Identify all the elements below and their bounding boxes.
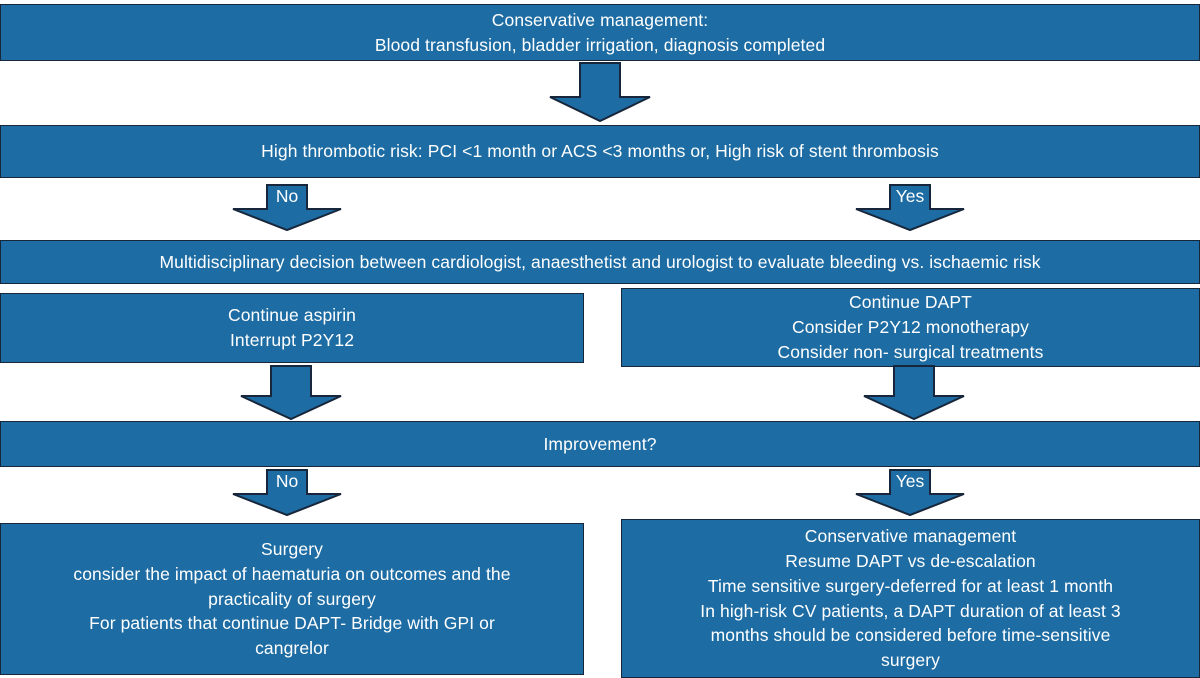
node-text-line: Conservative management: [491,9,709,30]
node-text-line: Improvement? [543,433,657,454]
node-text-line: Consider P2Y12 monotherapy [791,317,1030,338]
node-text-line: Multidisciplinary decision between cardi… [159,251,1041,272]
arrow-to-thrombotic-risk [549,62,651,123]
arrow-risk-no: No [232,184,342,232]
node-thrombotic-risk[interactable]: High thrombotic risk: PCI <1 month or AC… [0,125,1200,178]
arrow-risk-yes: Yes [855,184,965,232]
node-conservative-management-outcome[interactable]: Conservative management Resume DAPT vs d… [621,519,1200,678]
node-text-line: months should be considered before time-… [710,625,1111,646]
node-text-line: Continue aspirin [227,305,357,326]
node-text-line: Time sensitive surgery-deferred for at l… [707,575,1114,596]
node-text-line: cangrelor [255,638,329,659]
node-text-line: Consider non- surgical treatments [777,341,1044,362]
node-text-line: Resume DAPT vs de-escalation [785,550,1036,571]
arrow-improvement-yes: Yes [855,469,965,517]
node-surgery[interactable]: Surgery consider the impact of haematuri… [0,523,584,675]
node-text-line: surgery [880,650,941,671]
node-text-line: consider the impact of haematuria on out… [73,563,511,584]
node-continue-dapt[interactable]: Continue DAPT Consider P2Y12 monotherapy… [621,288,1200,367]
node-text-line: For patients that continue DAPT- Bridge … [89,613,495,634]
node-continue-aspirin[interactable]: Continue aspirin Interrupt P2Y12 [0,293,584,363]
node-conservative-management[interactable]: Conservative management: Blood transfusi… [0,4,1200,61]
arrow-aspirin-to-improvement [240,365,342,421]
node-text-line: Continue DAPT [849,292,972,313]
node-improvement[interactable]: Improvement? [0,421,1200,467]
arrow-dapt-to-improvement [863,365,965,421]
node-text-line: High thrombotic risk: PCI <1 month or AC… [261,141,939,162]
arrow-improvement-no: No [232,469,342,517]
node-text-line: Interrupt P2Y12 [229,330,355,350]
node-multidisciplinary-decision[interactable]: Multidisciplinary decision between cardi… [0,240,1200,284]
node-text-line: practicality of surgery [208,588,376,609]
node-text-line: Surgery [261,538,323,559]
node-text-line: In high-risk CV patients, a DAPT duratio… [700,600,1121,621]
node-text-line: Conservative management [804,525,1017,546]
node-text-line: Blood transfusion, bladder irrigation, d… [374,34,826,55]
